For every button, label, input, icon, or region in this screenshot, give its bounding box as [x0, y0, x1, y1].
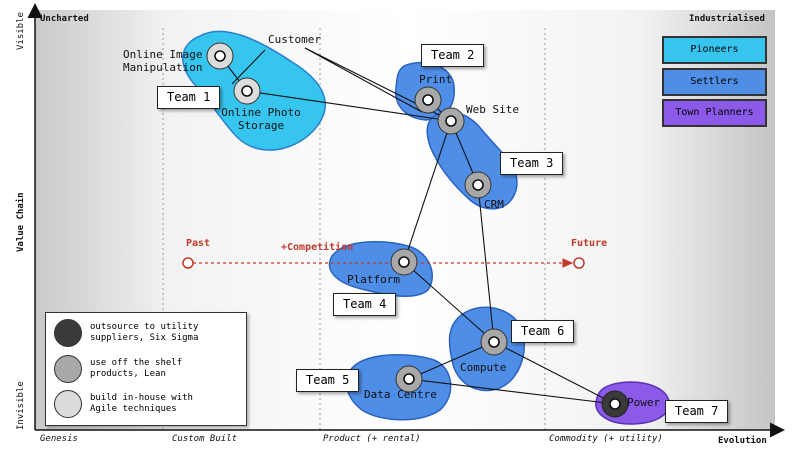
team-2-box: Team 2	[421, 44, 485, 67]
stage-custom-built: Custom Built	[172, 434, 238, 444]
label-platform: Platform	[347, 273, 400, 286]
label-past: Past	[186, 238, 211, 249]
uncharted-label: Uncharted	[40, 14, 89, 24]
y-axis-invisible: Invisible	[16, 381, 26, 430]
node-power	[601, 390, 629, 418]
off-the-shelf-dot-icon	[54, 355, 82, 383]
node-web-site	[437, 107, 465, 135]
team-1-box: Team 1	[157, 86, 221, 109]
team-3-box: Team 3	[500, 152, 564, 175]
label-online-photo: Online Photo Storage	[221, 106, 301, 132]
team-7-box: Team 7	[665, 400, 729, 423]
label-web-site: Web Site	[466, 103, 519, 116]
legend-off-the-shelf-text: use off the shelf products, Lean	[90, 358, 183, 379]
industrialised-label: Industrialised	[689, 14, 765, 24]
team-4-box: Team 4	[333, 293, 397, 316]
label-crm: CRM	[484, 198, 504, 211]
label-print: Print	[419, 73, 453, 86]
in-house-dot-icon	[54, 390, 82, 418]
node-platform	[390, 248, 418, 276]
stage-genesis: Genesis	[40, 434, 78, 444]
label-online-image: Online Image Manipulation	[123, 48, 203, 74]
team3-blob	[426, 111, 518, 210]
legend-outsource-text: outsource to utility suppliers, Six Sigm…	[90, 322, 199, 343]
label-customer: Customer	[268, 33, 321, 46]
team-6-box: Team 6	[511, 320, 575, 343]
stage-product: Product (+ rental)	[323, 434, 421, 444]
node-compute	[480, 328, 508, 356]
y-axis-visible: Visible	[16, 12, 26, 50]
label-data-centre: Data Centre	[364, 388, 437, 401]
legend-town-planners: Town Planners	[662, 99, 767, 127]
node-data-centre	[395, 365, 423, 393]
label-future: Future	[571, 238, 608, 249]
past-marker	[182, 257, 194, 269]
label-power: Power	[627, 396, 661, 409]
y-axis-title: Value Chain	[16, 192, 26, 252]
method-legend: outsource to utility suppliers, Six Sigm…	[45, 312, 247, 426]
legend-settlers: Settlers	[662, 68, 767, 96]
x-axis-title: Evolution	[718, 436, 767, 446]
node-print	[414, 86, 442, 114]
node-crm	[464, 171, 492, 199]
stage-commodity: Commodity (+ utility)	[549, 434, 663, 444]
outsource-dot-icon	[54, 319, 82, 347]
node-online-image	[206, 42, 234, 70]
node-online-photo	[233, 77, 261, 105]
legend-in-house-text: build in-house with Agile techniques	[90, 393, 193, 414]
legend-pioneers: Pioneers	[662, 36, 767, 64]
legend-row-outsource: outsource to utility suppliers, Six Sigm…	[54, 319, 244, 349]
legend-row-in-house: build in-house with Agile techniques	[54, 390, 244, 420]
label-competition: +Competition	[281, 242, 354, 253]
label-compute: Compute	[460, 361, 507, 374]
future-marker	[573, 257, 585, 269]
legend-row-off-the-shelf: use off the shelf products, Lean	[54, 355, 244, 385]
team-5-box: Team 5	[296, 369, 360, 392]
